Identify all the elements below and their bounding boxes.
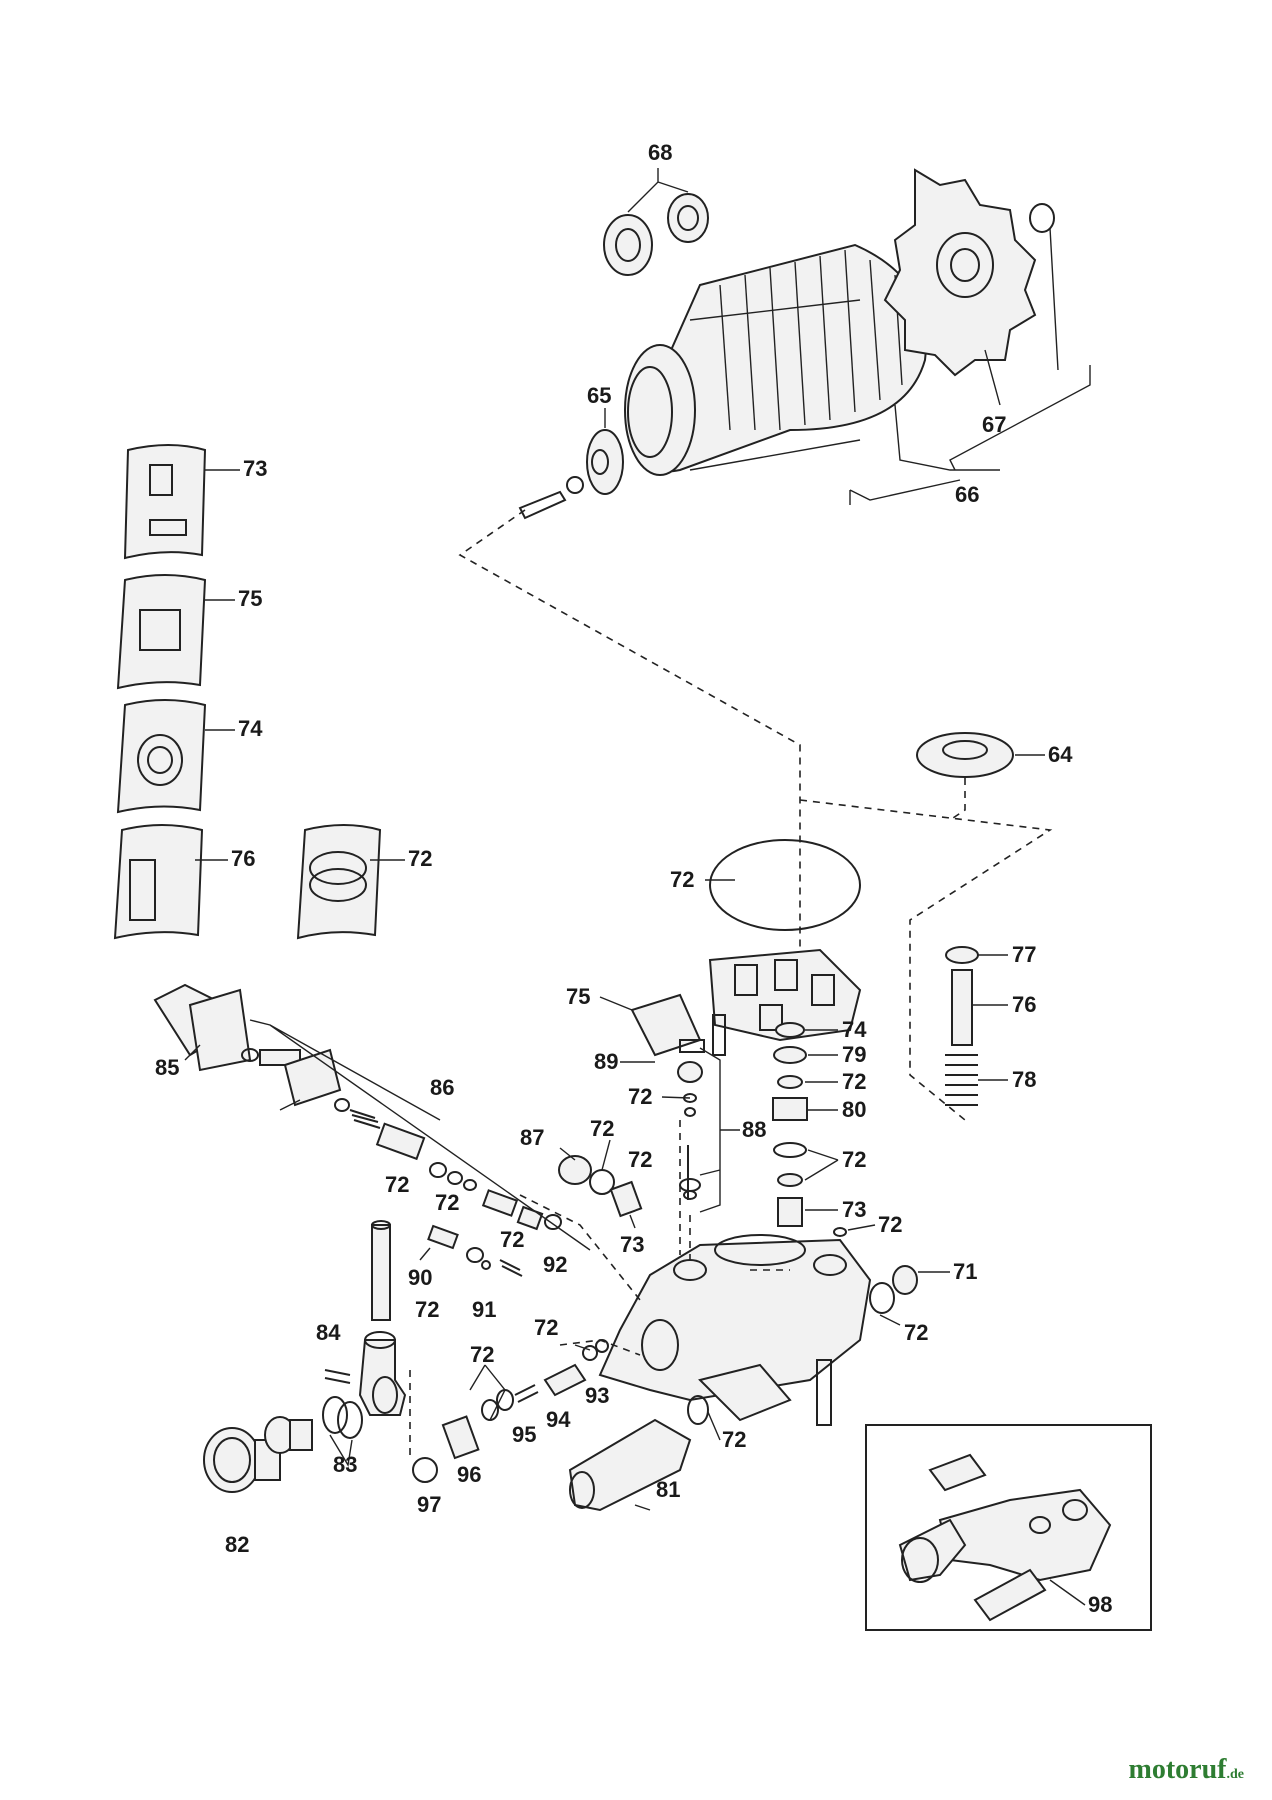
label-93: 93 (585, 1383, 609, 1408)
brand-tld: .de (1226, 1767, 1245, 1782)
label-83: 83 (333, 1452, 357, 1477)
piston-stack (945, 946, 1008, 1106)
kit-bag-72 (296, 824, 405, 940)
label-87: 87 (520, 1125, 544, 1150)
switch-75 (599, 993, 705, 1057)
label-72-oring: 72 (670, 867, 694, 892)
valve-stack (772, 1022, 876, 1237)
label-64: 64 (1048, 742, 1073, 767)
fitting-71 (869, 1265, 950, 1326)
kit-bag-73 (123, 444, 240, 560)
pump-body (598, 1234, 872, 1426)
label-72-h: 72 (385, 1172, 409, 1197)
label-73-b: 73 (620, 1232, 644, 1257)
label-72-b: 72 (842, 1147, 866, 1172)
label-72-e: 72 (628, 1084, 652, 1109)
label-72-a: 72 (842, 1069, 866, 1094)
label-72-c: 72 (878, 1212, 902, 1237)
bearing-68-small (667, 193, 709, 243)
label-73-bag: 73 (243, 456, 267, 481)
label-72-d: 72 (904, 1320, 928, 1345)
bolt (712, 1014, 726, 1056)
kit-bag-76 (113, 824, 228, 940)
label-71: 71 (953, 1259, 977, 1284)
label-96: 96 (457, 1462, 481, 1487)
label-88: 88 (742, 1117, 766, 1142)
watermark-logo: motoruf.de (1129, 1754, 1244, 1786)
label-79: 79 (842, 1042, 866, 1067)
label-76-bag: 76 (231, 846, 255, 871)
gauge-82-assembly (203, 1396, 363, 1493)
label-65: 65 (587, 383, 611, 408)
motor-assembly (518, 168, 1091, 520)
label-72-m: 72 (470, 1342, 494, 1367)
shaft-and-fittings (371, 1220, 523, 1321)
o-ring-large (709, 839, 861, 931)
label-72-l: 72 (534, 1315, 558, 1340)
label-85: 85 (155, 1055, 179, 1080)
label-81: 81 (656, 1477, 680, 1502)
label-98: 98 (1088, 1592, 1112, 1617)
label-89: 89 (594, 1049, 618, 1074)
label-72-j: 72 (500, 1227, 524, 1252)
label-78: 78 (1012, 1067, 1036, 1092)
label-91: 91 (472, 1297, 496, 1322)
part-labels: 68 67 66 65 64 73 75 74 76 72 72 77 76 7… (155, 140, 1112, 1617)
motor-housing-66 (624, 243, 928, 476)
check-valve-73 (609, 1180, 643, 1229)
outlet-81 (568, 1395, 721, 1512)
bearing-68-large (603, 214, 653, 276)
label-72-k: 72 (415, 1297, 439, 1322)
brand-name: motoruf (1128, 1754, 1227, 1785)
label-73: 73 (842, 1197, 866, 1222)
label-74-bag: 74 (238, 716, 263, 741)
ring-small (1029, 203, 1055, 233)
label-72-i: 72 (435, 1190, 459, 1215)
label-68: 68 (648, 140, 672, 165)
label-95: 95 (512, 1422, 536, 1447)
label-67: 67 (982, 412, 1006, 437)
fan-67 (883, 168, 1037, 377)
label-82: 82 (225, 1532, 249, 1557)
label-77: 77 (1012, 942, 1036, 967)
label-76: 76 (1012, 992, 1036, 1017)
kit-bag-74 (116, 699, 235, 814)
inset-assembly-98 (865, 1424, 1152, 1631)
label-94: 94 (546, 1407, 571, 1432)
label-75-bag: 75 (238, 586, 262, 611)
valve-88-stack (620, 1047, 740, 1213)
bypass-assembly-85-86 (153, 983, 591, 1251)
kit-bag-75 (116, 574, 235, 690)
label-74: 74 (842, 1017, 867, 1042)
label-90: 90 (408, 1265, 432, 1290)
label-92: 92 (543, 1252, 567, 1277)
label-66: 66 (955, 482, 979, 507)
inline-valve-parts (409, 1339, 609, 1483)
label-72-f: 72 (628, 1147, 652, 1172)
coupling-65 (518, 429, 624, 520)
elbow-fitting (324, 1331, 407, 1416)
label-72-g: 72 (590, 1116, 614, 1141)
label-97: 97 (417, 1492, 441, 1517)
label-72-n: 72 (722, 1427, 746, 1452)
label-80: 80 (842, 1097, 866, 1122)
pump-head (708, 948, 862, 1042)
label-86: 86 (430, 1075, 454, 1100)
label-72-bag: 72 (408, 846, 432, 871)
label-75: 75 (566, 984, 590, 1009)
plug-87 (558, 1139, 615, 1195)
seal-64 (916, 732, 1045, 821)
label-84: 84 (316, 1320, 341, 1345)
